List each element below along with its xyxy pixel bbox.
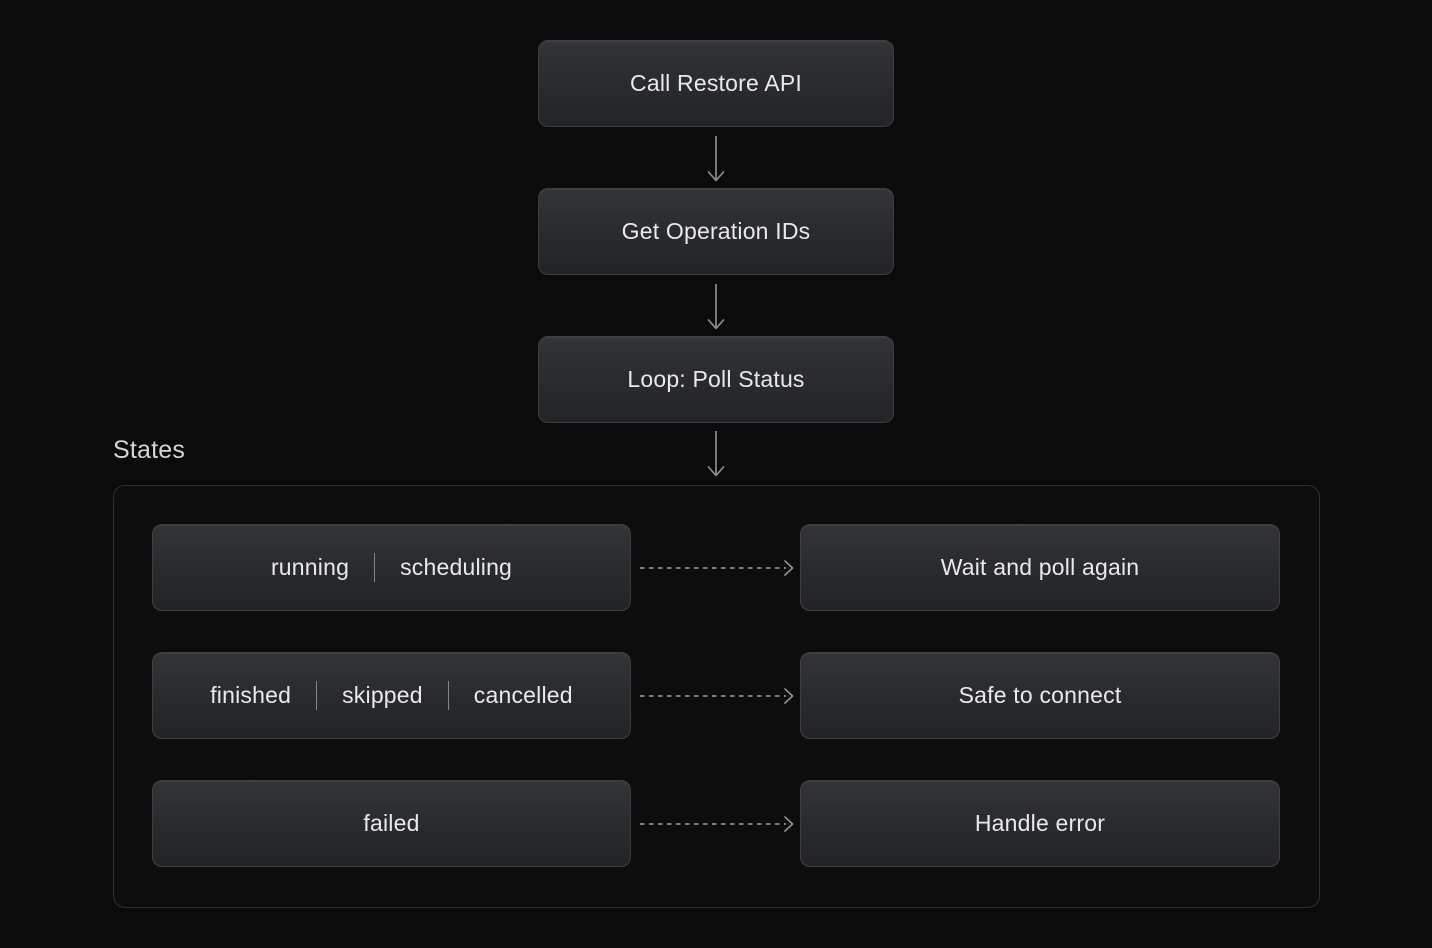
outcome-label: Safe to connect [958,682,1122,708]
flow-step-call-restore-api: Call Restore API [538,40,894,127]
states-container [113,485,1320,908]
pipe-separator [374,553,376,582]
pipe-separator [447,681,449,710]
flow-step-label: Get Operation IDs [621,218,811,244]
state-label: finished [210,682,292,708]
state-label: skipped [342,682,423,708]
flow-step-label: Call Restore API [630,70,802,96]
state-label: failed [363,810,420,836]
arrow-down-icon [707,431,725,477]
state-box-finished-skipped-cancelled: finished skipped cancelled [152,652,631,739]
flow-step-get-operation-ids: Get Operation IDs [538,188,894,275]
arrow-down-icon [707,284,725,330]
dashed-arrow-right-icon [640,688,794,704]
flow-step-loop-poll-status: Loop: Poll Status [538,336,894,423]
state-label: scheduling [400,554,513,580]
flow-step-label: Loop: Poll Status [627,366,805,392]
state-label: cancelled [473,682,573,708]
state-box-failed: failed [152,780,631,867]
pipe-separator [316,681,318,710]
state-box-running-scheduling: running scheduling [152,524,631,611]
outcome-label: Handle error [974,810,1106,836]
dashed-arrow-right-icon [640,816,794,832]
state-label: running [270,554,350,580]
outcome-label: Wait and poll again [940,554,1140,580]
outcome-box-wait-and-poll: Wait and poll again [800,524,1280,611]
outcome-box-handle-error: Handle error [800,780,1280,867]
dashed-arrow-right-icon [640,560,794,576]
states-section-title: States [113,436,186,464]
outcome-box-safe-to-connect: Safe to connect [800,652,1280,739]
arrow-down-icon [707,136,725,182]
